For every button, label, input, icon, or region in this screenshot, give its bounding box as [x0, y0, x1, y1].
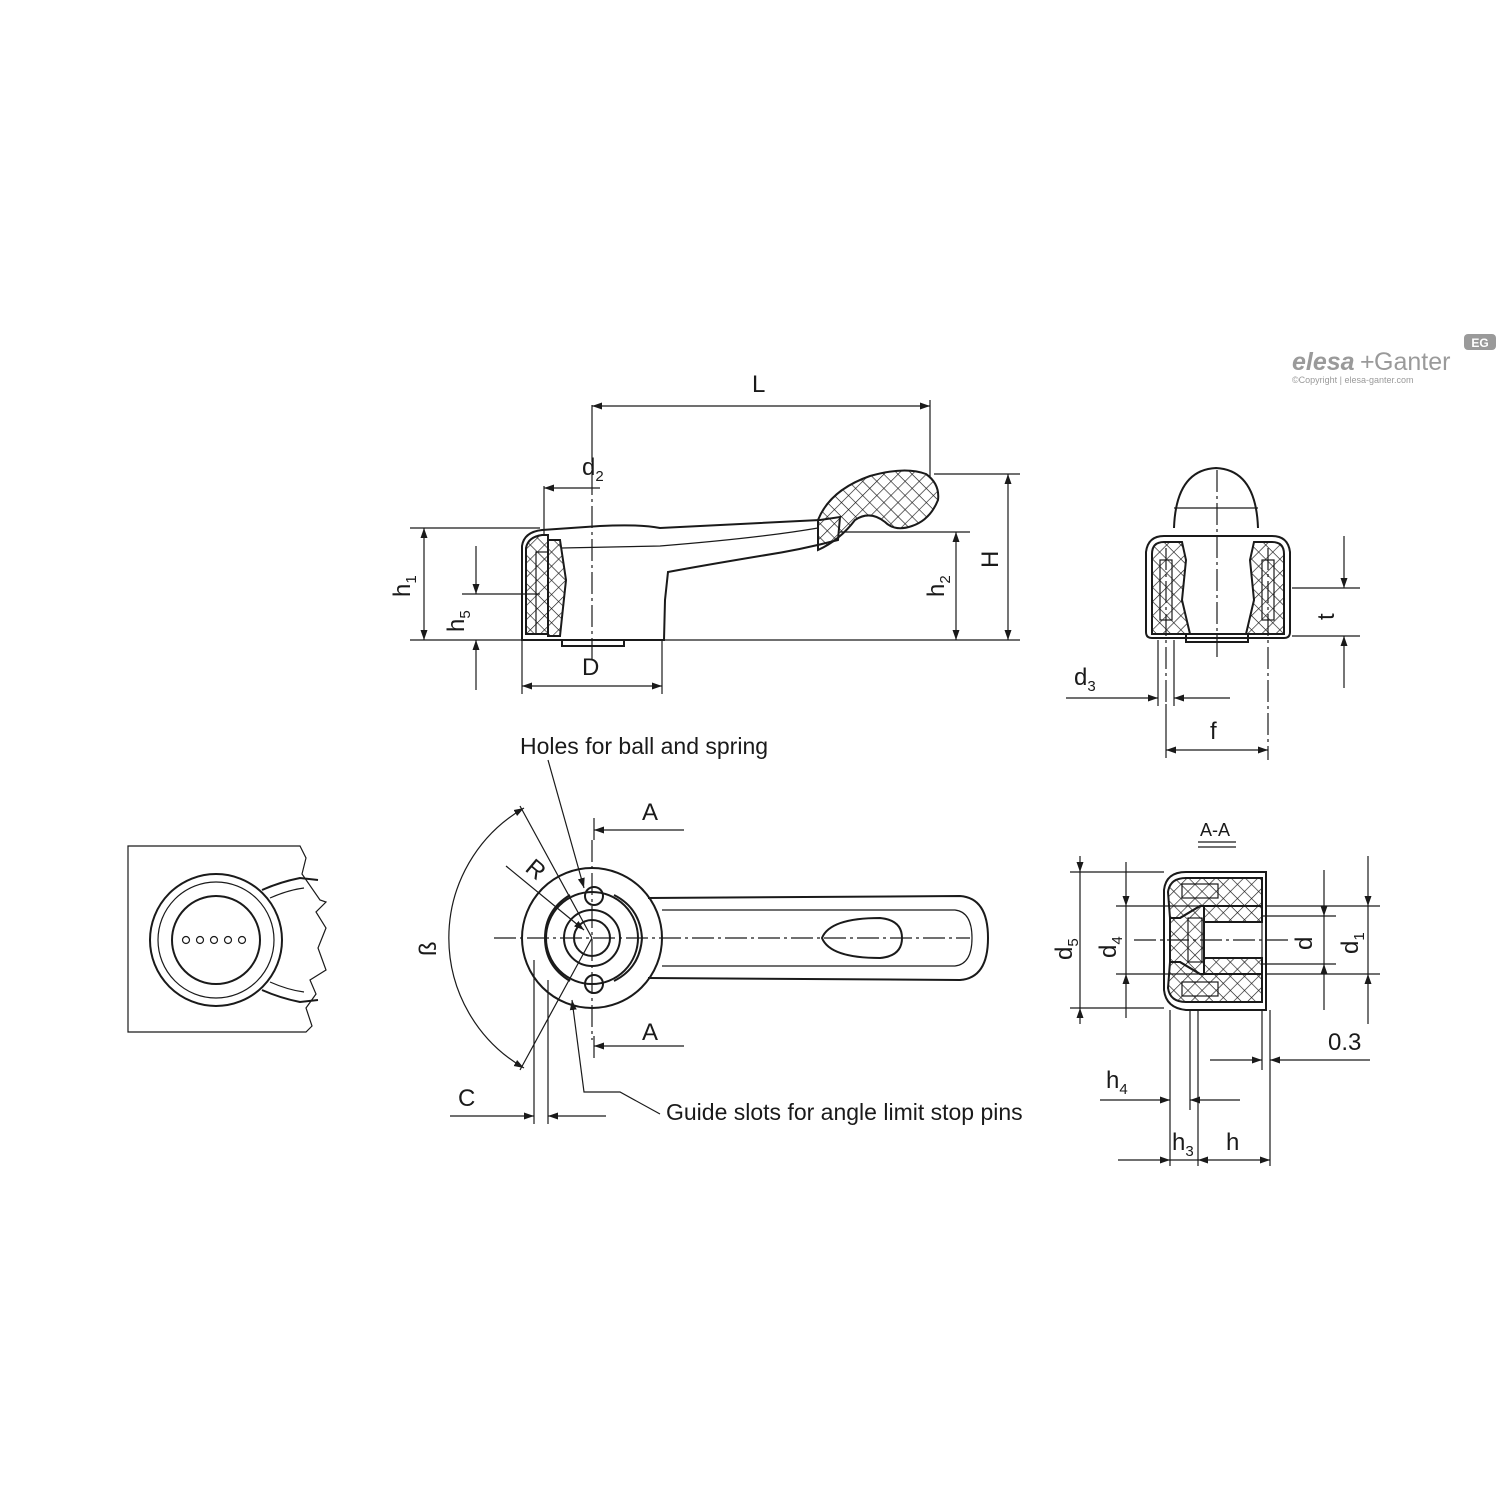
dim-h3: h3 — [1172, 1129, 1194, 1160]
note-guide-slots: Guide slots for angle limit stop pins — [666, 1099, 1023, 1125]
logo-brand-right: Ganter — [1374, 348, 1450, 376]
plan-view: A A ß R C Holes for ball and spring Guid… — [415, 733, 1023, 1125]
dim-h1: h1 — [389, 575, 420, 597]
dim-0-3: 0.3 — [1328, 1029, 1361, 1056]
section-title: A-A — [1200, 820, 1230, 840]
end-view: t d3 f — [1066, 466, 1360, 760]
dim-H: H — [977, 551, 1004, 568]
section-marker-a-top: A — [642, 799, 658, 826]
dim-f: f — [1210, 718, 1217, 745]
dim-d4: d4 — [1095, 936, 1126, 958]
section-marker-a-bottom: A — [642, 1019, 658, 1046]
dim-t: t — [1313, 613, 1340, 620]
dim-L: L — [752, 371, 765, 398]
dim-D: D — [582, 654, 599, 681]
dim-h2: h2 — [923, 575, 954, 597]
logo-badge — [1464, 334, 1496, 350]
dim-d: d — [1291, 937, 1318, 950]
dim-d3: d3 — [1074, 664, 1096, 695]
brand-logo: elesa + Ganter EG ©Copyright | elesa-gan… — [1292, 334, 1496, 385]
dim-C: C — [458, 1085, 475, 1112]
logo-brand-plus: + — [1360, 348, 1375, 376]
dim-h: h — [1226, 1129, 1239, 1156]
dim-d5: d5 — [1051, 938, 1082, 960]
logo-brand-left: elesa — [1292, 348, 1355, 376]
logo-copyright: ©Copyright | elesa-ganter.com — [1292, 375, 1414, 385]
top-detail-view — [127, 845, 328, 1033]
side-view: L d2 h1 h5 D h2 H — [389, 371, 1020, 694]
dim-h5: h5 — [443, 610, 474, 632]
dim-beta: ß — [415, 941, 442, 956]
position-dots — [181, 935, 247, 945]
note-holes-ball-spring: Holes for ball and spring — [520, 733, 768, 759]
section-aa-view: A-A d5 d4 — [1051, 820, 1380, 1166]
logo-badge-text: EG — [1471, 336, 1488, 350]
dim-d2: d2 — [582, 454, 604, 485]
dim-h4: h4 — [1106, 1067, 1128, 1098]
dim-d1: d1 — [1337, 932, 1368, 954]
